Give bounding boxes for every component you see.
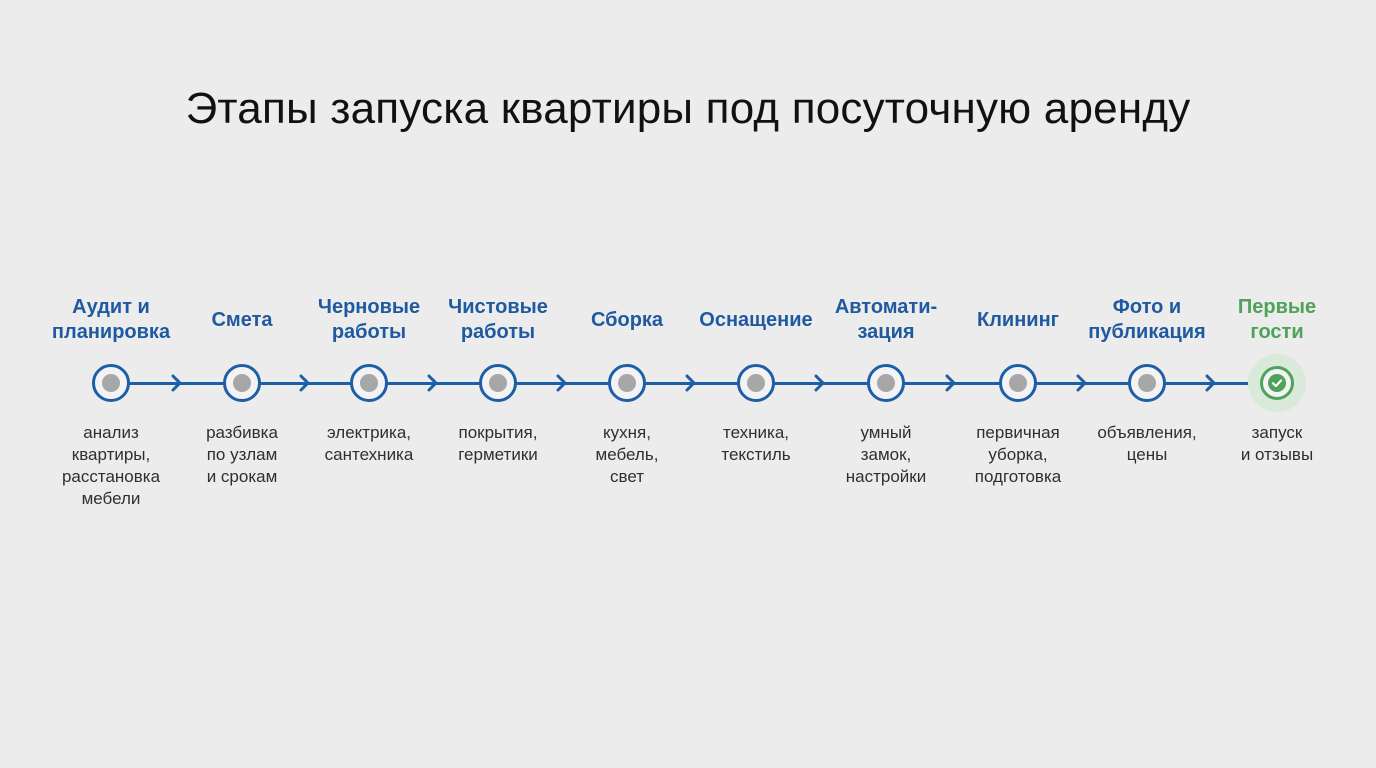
stage-title: Смета bbox=[211, 308, 273, 331]
stage-title: Первые гости bbox=[1237, 296, 1317, 343]
chevron-right-icon bbox=[944, 373, 958, 393]
node-dot bbox=[618, 374, 636, 392]
stage-title: Черновые работы bbox=[317, 296, 421, 343]
stage-node bbox=[479, 364, 517, 402]
stage-first-guests: Первые гости запуск и отзывы bbox=[1212, 0, 1342, 768]
stage-node bbox=[223, 364, 261, 402]
stage-description: кухня, мебель, свет bbox=[595, 423, 659, 486]
stage-description: первичная уборка, подготовка bbox=[974, 423, 1062, 486]
chevron-right-icon bbox=[298, 373, 312, 393]
stage-description: техника, текстиль bbox=[721, 423, 791, 464]
stage-description: разбивка по узлам и срокам bbox=[206, 423, 278, 486]
stage-node bbox=[608, 364, 646, 402]
chevron-right-icon bbox=[813, 373, 827, 393]
stage-equipment: Оснащение техника, текстиль bbox=[691, 0, 821, 768]
stage-node bbox=[867, 364, 905, 402]
stage-rough-works: Черновые работы электрика, сантехника bbox=[304, 0, 434, 768]
chevron-right-icon bbox=[1204, 373, 1218, 393]
stage-audit-planning: Аудит и планировка анализ квартиры, расс… bbox=[46, 0, 176, 768]
check-icon bbox=[1268, 374, 1286, 392]
stage-title: Автомати- зация bbox=[834, 296, 938, 343]
chevron-right-icon bbox=[426, 373, 440, 393]
stage-estimate: Смета разбивка по узлам и срокам bbox=[177, 0, 307, 768]
stage-node bbox=[92, 364, 130, 402]
stage-node bbox=[1128, 364, 1166, 402]
stage-cleaning: Клининг первичная уборка, подготовка bbox=[953, 0, 1083, 768]
node-dot bbox=[747, 374, 765, 392]
stage-description: покрытия, герметики bbox=[458, 423, 538, 464]
node-dot bbox=[489, 374, 507, 392]
stage-assembly: Сборка кухня, мебель, свет bbox=[562, 0, 692, 768]
stage-description: запуск и отзывы bbox=[1240, 423, 1314, 464]
final-stage-node bbox=[1260, 366, 1294, 400]
stage-finishing-works: Чистовые работы покрытия, герметики bbox=[433, 0, 563, 768]
stage-title: Аудит и планировка bbox=[51, 296, 171, 343]
stage-title: Фото и публикация bbox=[1088, 296, 1206, 343]
stage-node bbox=[737, 364, 775, 402]
node-dot bbox=[877, 374, 895, 392]
stage-description: умный замок, настройки bbox=[845, 423, 927, 486]
stage-title: Чистовые работы bbox=[448, 296, 548, 343]
chevron-right-icon bbox=[170, 373, 184, 393]
stage-title: Сборка bbox=[590, 308, 664, 331]
stage-photo-publication: Фото и публикация объявления, цены bbox=[1082, 0, 1212, 768]
chevron-right-icon bbox=[555, 373, 569, 393]
node-dot bbox=[1138, 374, 1156, 392]
stage-automation: Автомати- зация умный замок, настройки bbox=[821, 0, 951, 768]
node-dot bbox=[1009, 374, 1027, 392]
stage-description: анализ квартиры, расстановка мебели bbox=[61, 423, 161, 508]
stage-description: объявления, цены bbox=[1097, 423, 1197, 464]
stage-description: электрика, сантехника bbox=[324, 423, 414, 464]
stage-node bbox=[999, 364, 1037, 402]
node-dot bbox=[360, 374, 378, 392]
node-dot bbox=[233, 374, 251, 392]
node-dot bbox=[102, 374, 120, 392]
chevron-right-icon bbox=[684, 373, 698, 393]
page-title: Этапы запуска квартиры под посуточную ар… bbox=[185, 84, 1191, 134]
stage-node bbox=[350, 364, 388, 402]
stage-title: Клининг bbox=[977, 308, 1059, 331]
chevron-right-icon bbox=[1075, 373, 1089, 393]
stage-title: Оснащение bbox=[699, 308, 813, 331]
